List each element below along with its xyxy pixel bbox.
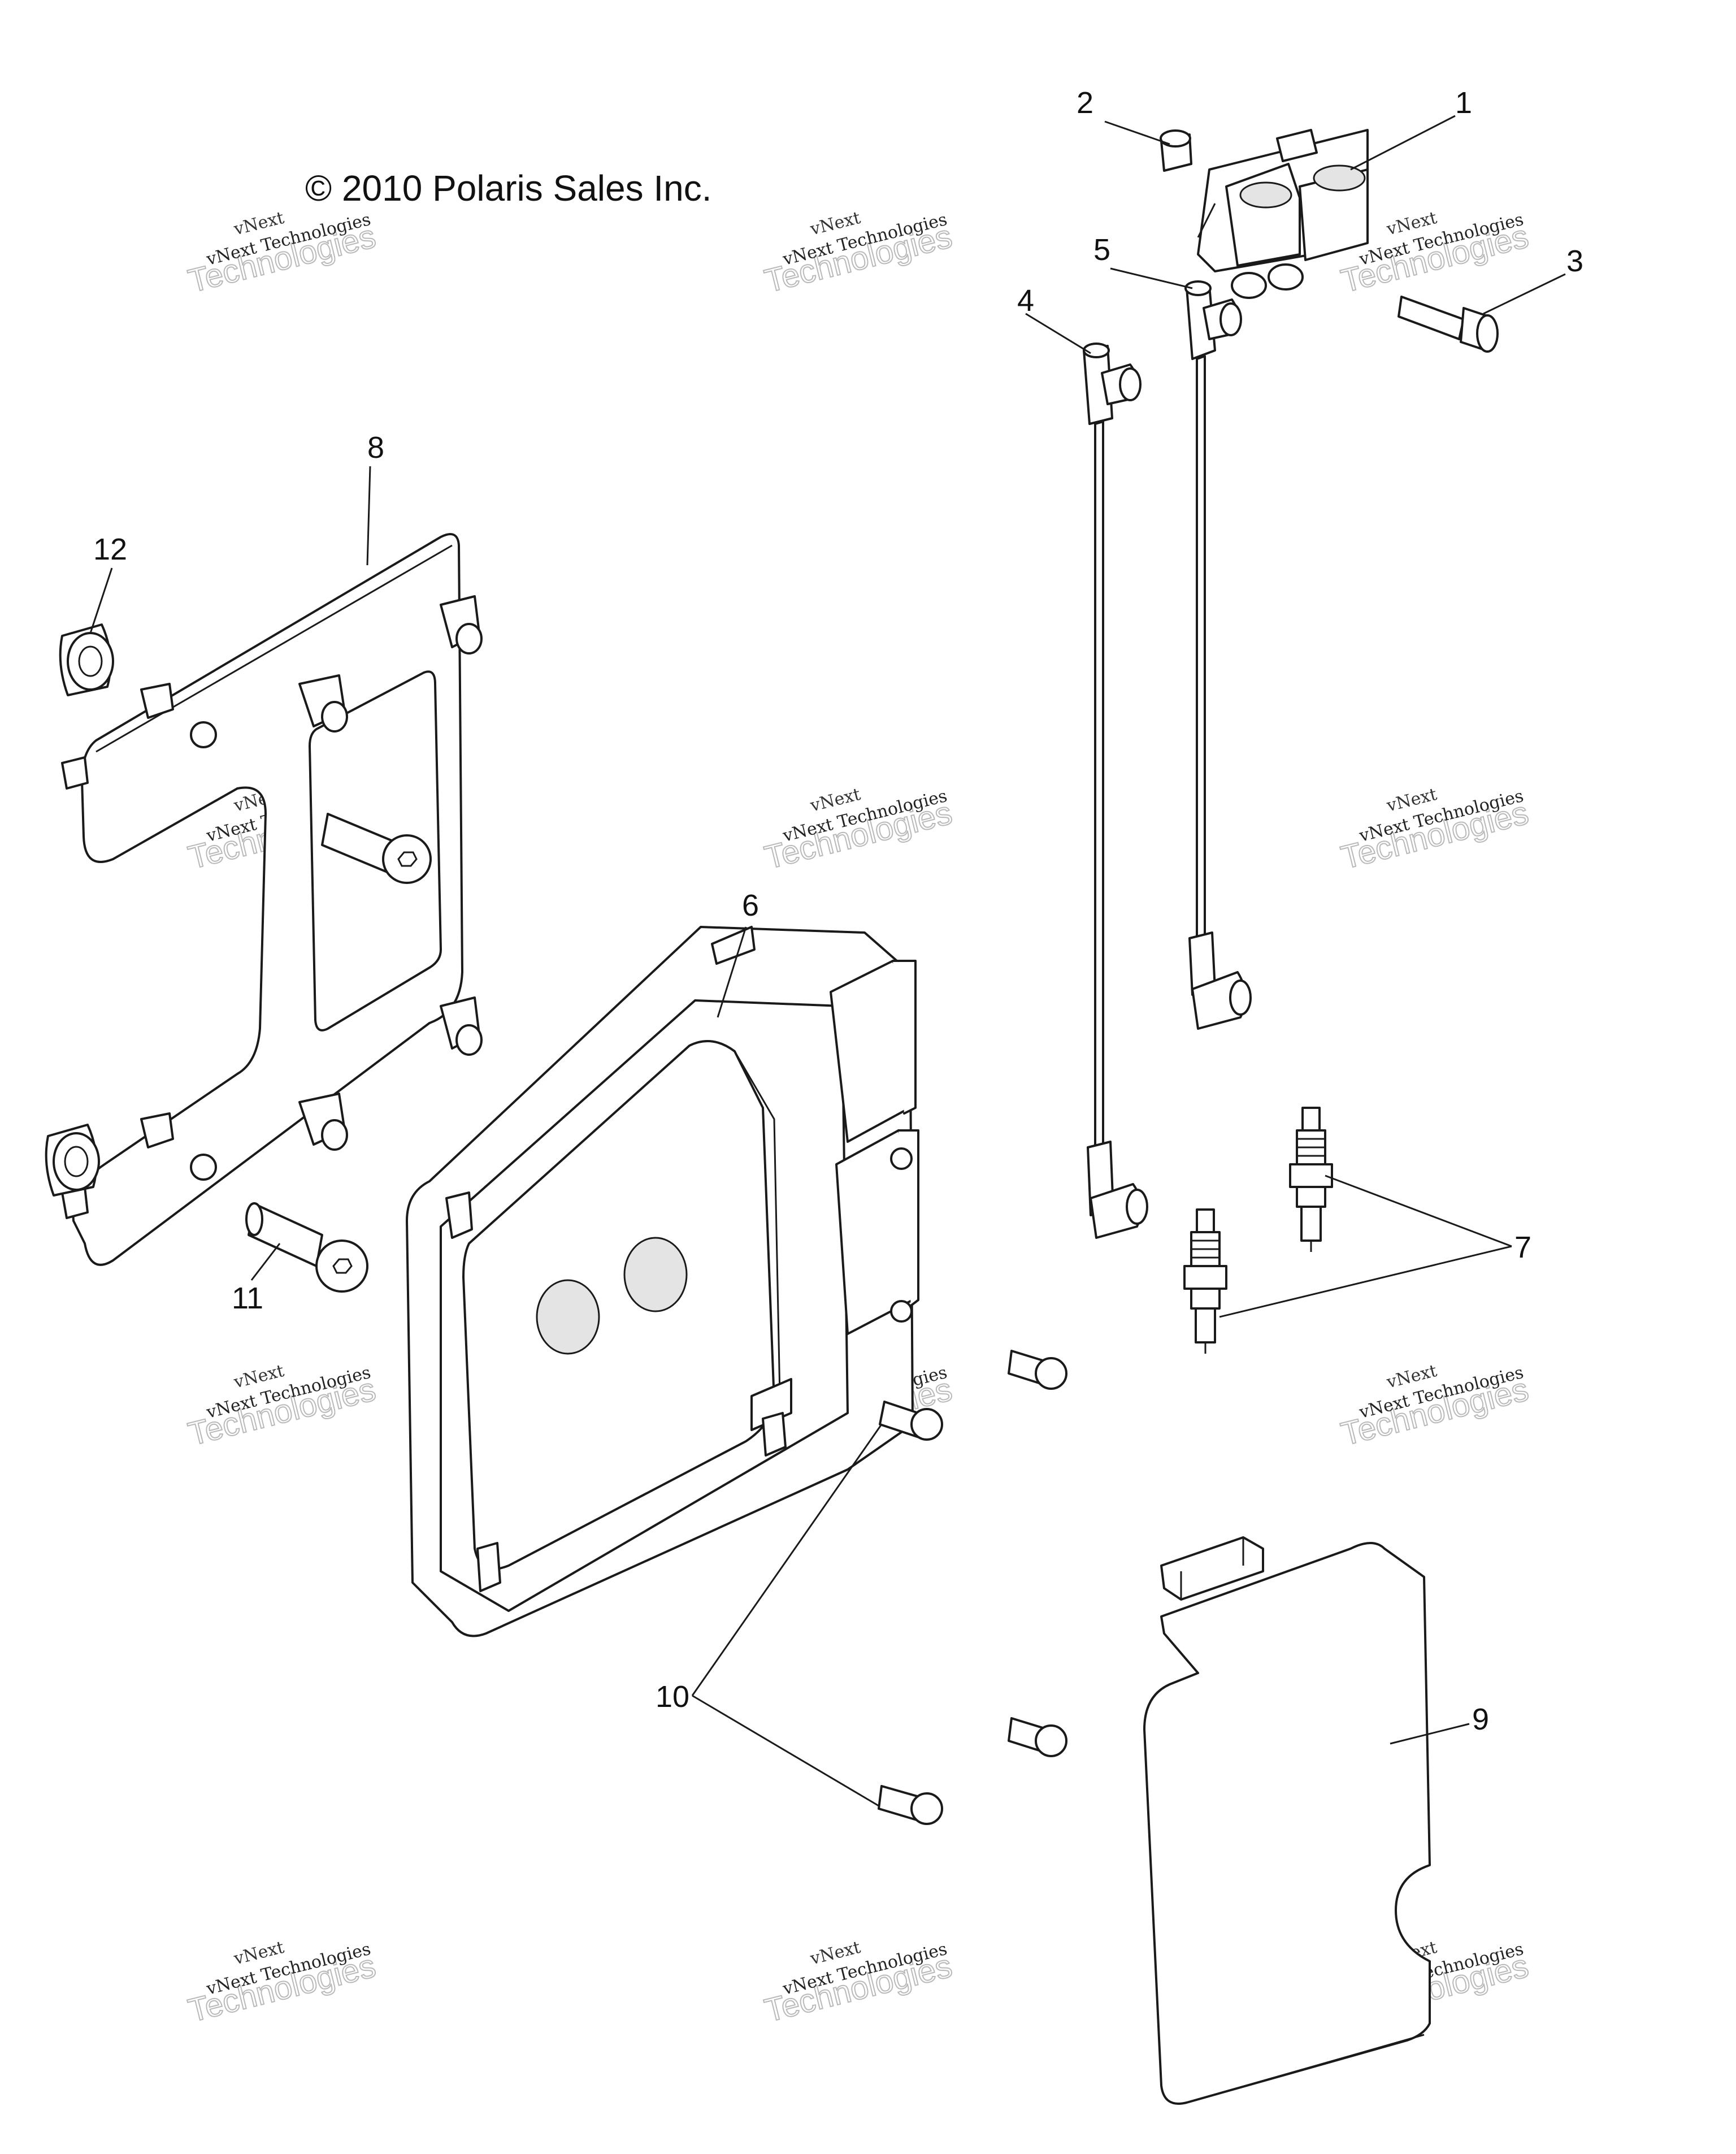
watermark-item: vNext Technologies vNext Technologies [1337,1361,1533,1453]
callout-7: 7 [1514,1230,1531,1264]
ecu-module [406,926,919,1637]
watermark-item: vNext Technologies vNext Technologies [1337,785,1533,877]
screw [1008,1350,1067,1390]
bracket-center-bolt [321,813,432,884]
screw [1008,1717,1067,1757]
watermark-item: vNext Technologies vNext Technologies [761,1938,956,2030]
callout-12: 12 [93,532,127,566]
callout-5: 5 [1093,233,1110,267]
stud [298,674,348,733]
coil-bolt [1398,296,1499,353]
callout-10: 10 [656,1680,689,1714]
flange-nut [59,623,114,696]
stud [440,996,483,1056]
spark-plug-wire-1 [1083,343,1148,1239]
cover-panel [1143,1536,1431,2105]
watermark-item: vNext Technologies vNext Technologies [761,208,956,300]
spark-plug [1289,1107,1333,1252]
screw [879,1401,943,1441]
coil-spacer [1160,129,1192,172]
callout-8: 8 [367,431,384,465]
callout-4: 4 [1017,284,1034,318]
callout-2: 2 [1077,86,1093,120]
callout-labels: 1 2 3 4 5 6 7 8 9 10 11 12 [93,86,1583,1736]
callout-3: 3 [1566,244,1583,278]
stud [298,1093,348,1151]
stud [440,595,483,655]
watermark-item: vNext Technologies vNext Technologies [184,1361,380,1453]
watermark-item: vNext Technologies vNext Technologies [761,785,956,877]
ecu-stud [445,1191,787,1592]
mounting-bracket [61,533,483,1266]
spark-plug [1183,1208,1227,1354]
screw [878,1785,943,1825]
callout-11: 11 [232,1281,263,1315]
callout-6: 6 [742,889,759,922]
leader-lines [89,115,1566,1807]
bracket-bolt [245,1202,368,1293]
flange-nut [45,1124,100,1197]
spark-plug-wire-2 [1184,280,1252,1030]
ignition-coil [1197,129,1369,299]
watermark-item: vNext Technologies vNext Technologies [184,1938,380,2030]
callout-1: 1 [1455,86,1472,120]
callout-9: 9 [1472,1702,1489,1736]
copyright-text: © 2010 Polaris Sales Inc. [305,168,712,209]
